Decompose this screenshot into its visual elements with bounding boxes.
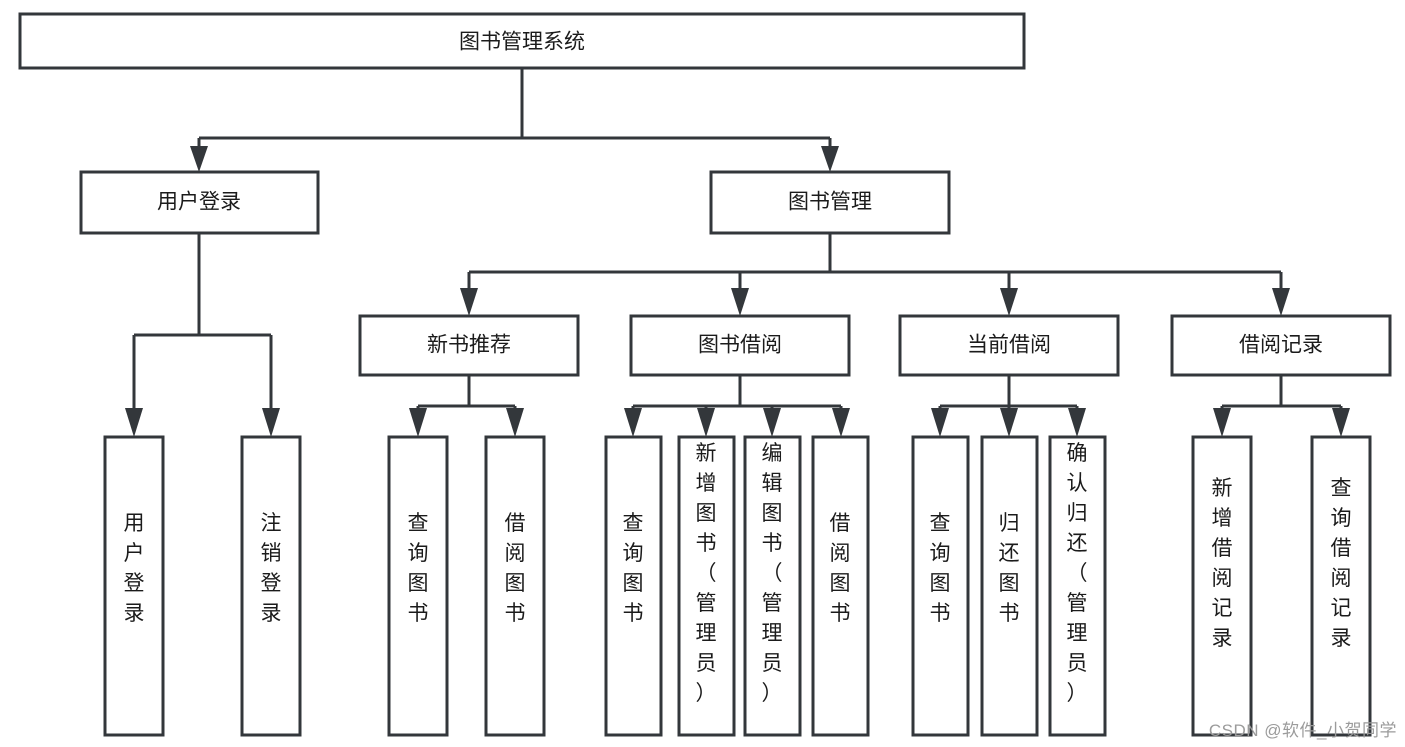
leaf-confirm-return-admin-label: 确认归还（管理员） bbox=[1067, 442, 1088, 705]
leaf-query-record[interactable]: 查询借阅记录 bbox=[1310, 435, 1372, 737]
leaf-edit-book-admin[interactable]: 编辑图书（管理员） bbox=[743, 435, 802, 737]
leaf-confirm-return-admin-box[interactable] bbox=[1048, 435, 1107, 737]
leaf-add-record-box[interactable] bbox=[1191, 435, 1253, 737]
node-borrow-record-label: 借阅记录 bbox=[1239, 334, 1323, 357]
leaf-add-book-admin-label: 新增图书（管理员） bbox=[696, 442, 717, 705]
node-new-book-rec-label: 新书推荐 bbox=[427, 334, 511, 357]
node-book-borrow-box[interactable] bbox=[629, 314, 851, 377]
node-book-borrow[interactable]: 图书借阅 bbox=[629, 314, 851, 377]
leaf-query-book-2[interactable]: 查询图书 bbox=[604, 435, 663, 737]
arrow-head-book-manage bbox=[821, 146, 839, 172]
leaf-confirm-return-admin[interactable]: 确认归还（管理员） bbox=[1048, 435, 1107, 737]
node-book-manage[interactable]: 图书管理 bbox=[709, 170, 951, 235]
arrow-head-leaf-edit-book-admin bbox=[763, 408, 781, 437]
leaf-query-book-1-label: 查询图书 bbox=[408, 512, 429, 625]
leaf-add-record-label: 新增借阅记录 bbox=[1212, 477, 1233, 650]
leaf-query-book-2-label: 查询图书 bbox=[623, 512, 644, 625]
leaf-logout[interactable]: 注销登录 bbox=[240, 435, 302, 737]
arrow-head-leaf-query-record bbox=[1332, 408, 1350, 437]
node-book-manage-box[interactable] bbox=[709, 170, 951, 235]
arrow-head-leaf-query-book-1 bbox=[409, 408, 427, 437]
leaf-user-login-box[interactable] bbox=[103, 435, 165, 737]
arrow-head-book-borrow bbox=[731, 288, 749, 316]
arrow-head-borrow-record bbox=[1272, 288, 1290, 316]
leaf-add-book-admin-box[interactable] bbox=[677, 435, 736, 737]
leaf-borrow-book-1-box[interactable] bbox=[484, 435, 546, 737]
node-root-box[interactable] bbox=[18, 12, 1026, 70]
arrow-head-leaf-query-book-2 bbox=[624, 408, 642, 437]
arrow-head-leaf-add-record bbox=[1213, 408, 1231, 437]
node-new-book-rec[interactable]: 新书推荐 bbox=[358, 314, 580, 377]
arrow-head-leaf-logout bbox=[262, 408, 280, 437]
connector-layer bbox=[125, 68, 1350, 437]
arrow-head-user-login bbox=[190, 146, 208, 172]
leaf-borrow-book-1[interactable]: 借阅图书 bbox=[484, 435, 546, 737]
arrow-head-leaf-user-login bbox=[125, 408, 143, 437]
leaf-return-book-box[interactable] bbox=[980, 435, 1039, 737]
leaf-borrow-book-1-label: 借阅图书 bbox=[505, 512, 526, 625]
leaf-edit-book-admin-label: 编辑图书（管理员） bbox=[762, 442, 783, 705]
leaf-return-book-label: 归还图书 bbox=[999, 512, 1020, 625]
node-root-label: 图书管理系统 bbox=[459, 31, 585, 54]
leaf-query-book-3-label: 查询图书 bbox=[930, 512, 951, 625]
leaf-query-book-3-box[interactable] bbox=[911, 435, 970, 737]
leaf-edit-book-admin-box[interactable] bbox=[743, 435, 802, 737]
leaf-return-book[interactable]: 归还图书 bbox=[980, 435, 1039, 737]
arrow-head-current-borrow bbox=[1000, 288, 1018, 316]
arrow-head-leaf-return-book bbox=[1000, 408, 1018, 437]
leaf-add-book-admin[interactable]: 新增图书（管理员） bbox=[677, 435, 736, 737]
leaf-query-book-1-box[interactable] bbox=[387, 435, 449, 737]
leaf-borrow-book-2[interactable]: 借阅图书 bbox=[811, 435, 870, 737]
leaf-query-book-2-box[interactable] bbox=[604, 435, 663, 737]
leaf-add-record[interactable]: 新增借阅记录 bbox=[1191, 435, 1253, 737]
leaf-query-record-label: 查询借阅记录 bbox=[1331, 477, 1352, 650]
node-current-borrow-box[interactable] bbox=[898, 314, 1120, 377]
leaf-user-login[interactable]: 用户登录 bbox=[103, 435, 165, 737]
node-root[interactable]: 图书管理系统 bbox=[18, 12, 1026, 70]
leaf-borrow-book-2-label: 借阅图书 bbox=[830, 512, 851, 625]
node-new-book-rec-box[interactable] bbox=[358, 314, 580, 377]
arrow-head-leaf-borrow-book-1 bbox=[506, 408, 524, 437]
leaf-query-book-3[interactable]: 查询图书 bbox=[911, 435, 970, 737]
arrow-head-new-book-rec bbox=[460, 288, 478, 316]
node-user-login-box[interactable] bbox=[79, 170, 320, 235]
arrow-head-leaf-add-book-admin bbox=[697, 408, 715, 437]
node-user-login-label: 用户登录 bbox=[157, 191, 241, 214]
leaf-borrow-book-2-box[interactable] bbox=[811, 435, 870, 737]
node-user-login[interactable]: 用户登录 bbox=[79, 170, 320, 235]
leaf-logout-label: 注销登录 bbox=[261, 512, 282, 625]
arrow-head-leaf-confirm-return-admin bbox=[1068, 408, 1086, 437]
node-borrow-record-box[interactable] bbox=[1170, 314, 1392, 377]
leaf-query-book-1[interactable]: 查询图书 bbox=[387, 435, 449, 737]
node-current-borrow[interactable]: 当前借阅 bbox=[898, 314, 1120, 377]
node-borrow-record[interactable]: 借阅记录 bbox=[1170, 314, 1392, 377]
node-current-borrow-label: 当前借阅 bbox=[967, 334, 1051, 357]
leaf-logout-box[interactable] bbox=[240, 435, 302, 737]
leaf-user-login-label: 用户登录 bbox=[124, 512, 145, 625]
arrow-head-leaf-borrow-book-2 bbox=[832, 408, 850, 437]
leaf-query-record-box[interactable] bbox=[1310, 435, 1372, 737]
node-book-manage-label: 图书管理 bbox=[788, 191, 872, 214]
node-book-borrow-label: 图书借阅 bbox=[698, 334, 782, 357]
arrow-head-leaf-query-book-3 bbox=[931, 408, 949, 437]
